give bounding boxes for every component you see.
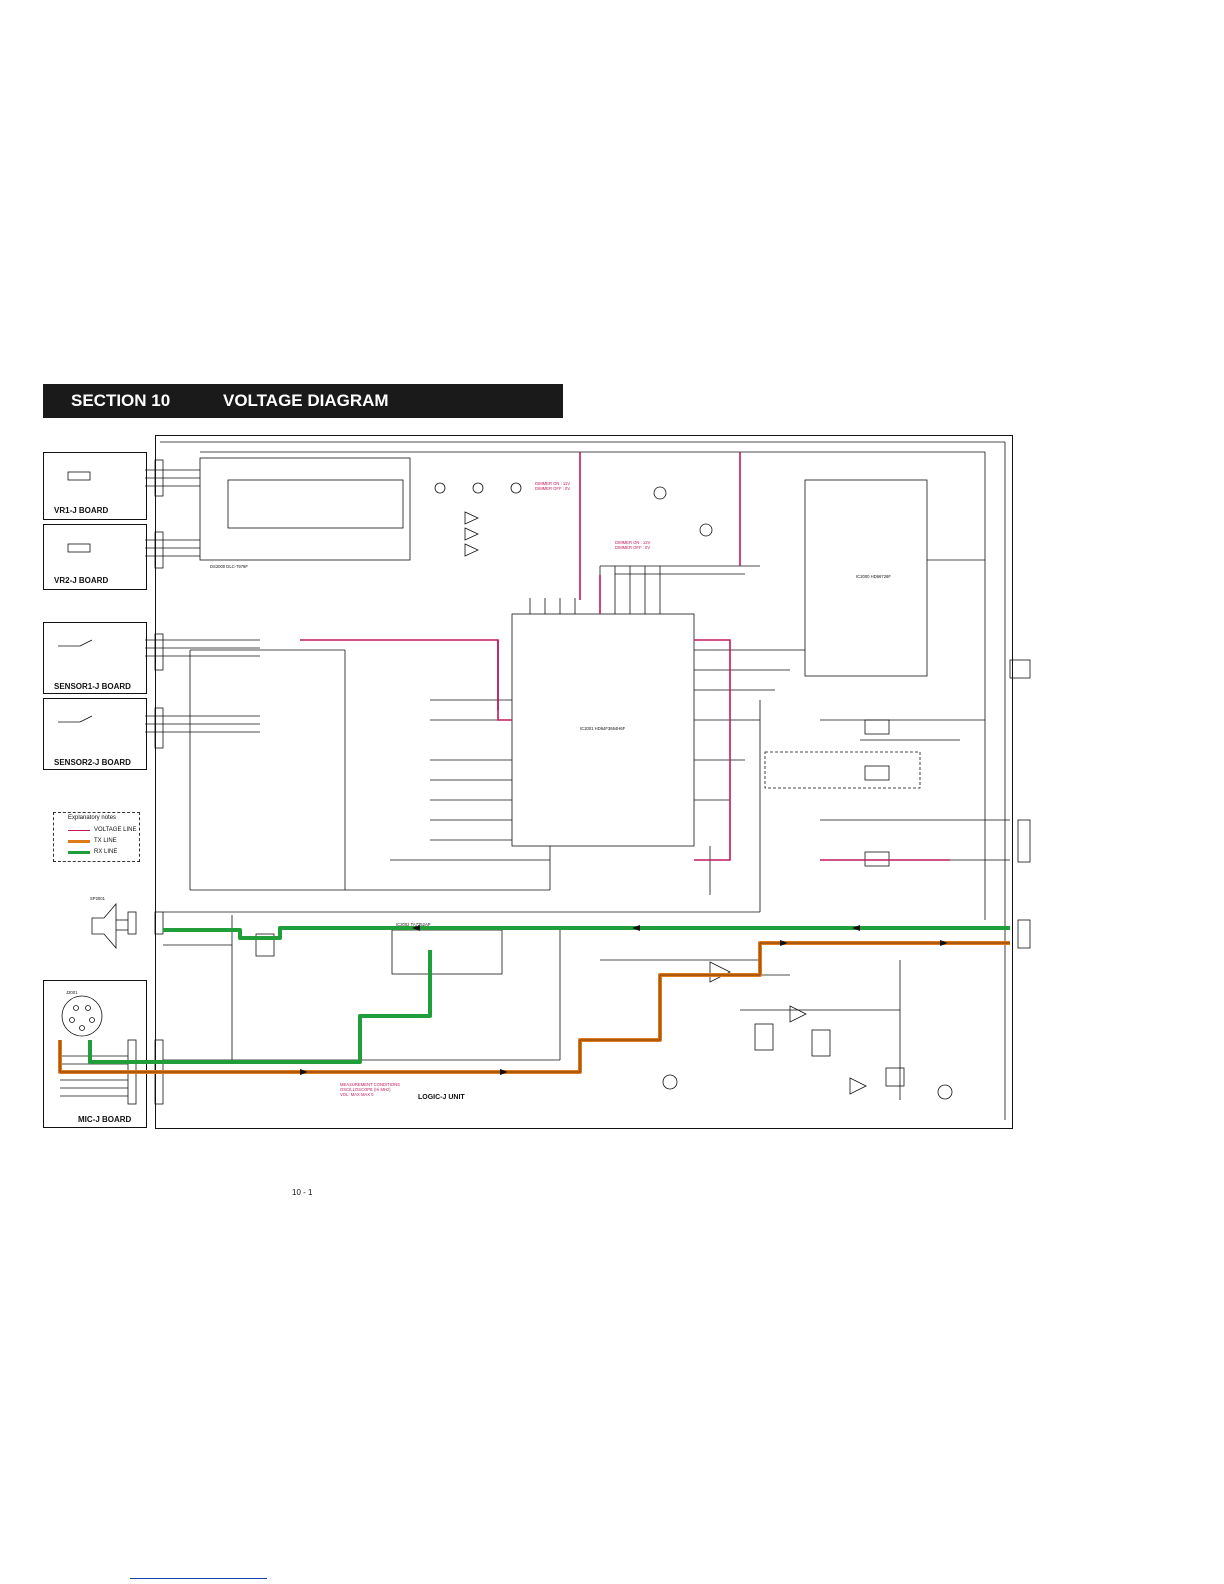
logic-unit-frame <box>155 435 1013 1129</box>
speaker-label: SP2001 <box>90 896 106 901</box>
legend-item-tx: TX LINE <box>68 837 117 845</box>
voltage-swatch <box>68 829 90 831</box>
legend-label-voltage: VOLTAGE LINE <box>94 827 137 833</box>
mic-board-label: MIC-J BOARD <box>78 1115 132 1124</box>
page-number: 10 - 1 <box>292 1188 313 1197</box>
legend-title: Explanatory notes <box>68 815 117 821</box>
tx-swatch <box>68 839 90 843</box>
legend-item-voltage: VOLTAGE LINE <box>68 826 136 834</box>
bottom-rule <box>130 1578 267 1579</box>
section-title: VOLTAGE DIAGRAM <box>223 391 389 410</box>
legend-item-rx: RX LINE <box>68 848 117 856</box>
sensor1-board: SENSOR1-J BOARD <box>43 622 147 694</box>
vr2-board-label: VR2-J BOARD <box>54 576 109 585</box>
vr1-board: VR1-J BOARD <box>43 452 147 520</box>
sensor2-board: SENSOR2-J BOARD <box>43 698 147 770</box>
legend-label-rx: RX LINE <box>94 849 118 855</box>
rx-swatch <box>68 850 90 854</box>
vr2-board: VR2-J BOARD <box>43 524 147 590</box>
legend: Explanatory notes VOLTAGE LINE TX LINE R… <box>53 812 140 862</box>
sensor2-board-label: SENSOR2-J BOARD <box>54 758 131 767</box>
section-number: SECTION 10 <box>71 391 171 410</box>
vr1-board-label: VR1-J BOARD <box>54 506 109 515</box>
sensor1-board-label: SENSOR1-J BOARD <box>54 682 131 691</box>
mic-board: MIC-J BOARD <box>43 980 147 1128</box>
logic-unit-label: LOGIC-J UNIT <box>418 1094 465 1101</box>
section-banner: SECTION 10 VOLTAGE DIAGRAM <box>43 384 563 418</box>
legend-label-tx: TX LINE <box>94 838 117 844</box>
